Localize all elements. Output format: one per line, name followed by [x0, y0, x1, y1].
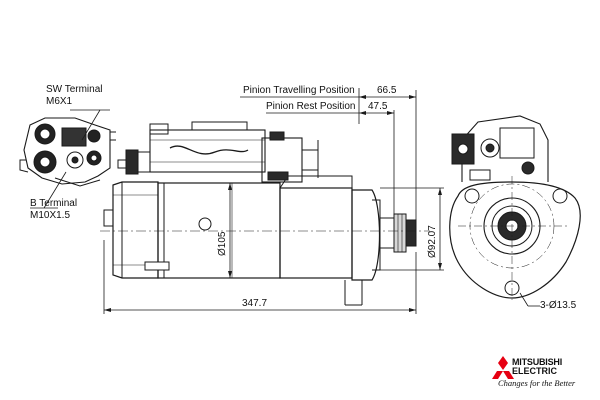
travel-dimension: 66.5	[377, 85, 397, 96]
b-terminal-label: B Terminal	[30, 198, 78, 209]
overall-length-dimension: 347.7	[242, 298, 268, 309]
arrowheads	[104, 95, 442, 312]
mitsubishi-logo-icon	[492, 356, 514, 379]
b-thread-label: M10X1.5	[30, 210, 71, 221]
brand-name-line2: ELECTRIC	[512, 366, 557, 376]
side-view	[100, 121, 430, 306]
flange-diameter-dimension: Ø92.07	[427, 225, 438, 258]
sw-thread-label: M6X1	[46, 96, 73, 107]
dimension-lines	[103, 88, 540, 314]
brand-tagline: Changes for the Better	[498, 378, 576, 388]
front-end-view	[449, 115, 581, 300]
rest-dimension: 47.5	[368, 101, 388, 112]
pinion-travelling-label: Pinion Travelling Position	[243, 85, 355, 96]
sw-terminal-label: SW Terminal	[46, 84, 103, 95]
holes-dimension: 3-Ø13.5	[540, 300, 577, 311]
brand-name-line1: MITSUBISHI	[512, 357, 563, 367]
body-diameter-dimension: Ø105	[217, 231, 228, 256]
rear-end-view	[19, 117, 116, 187]
pinion-rest-label: Pinion Rest Position	[266, 101, 356, 112]
